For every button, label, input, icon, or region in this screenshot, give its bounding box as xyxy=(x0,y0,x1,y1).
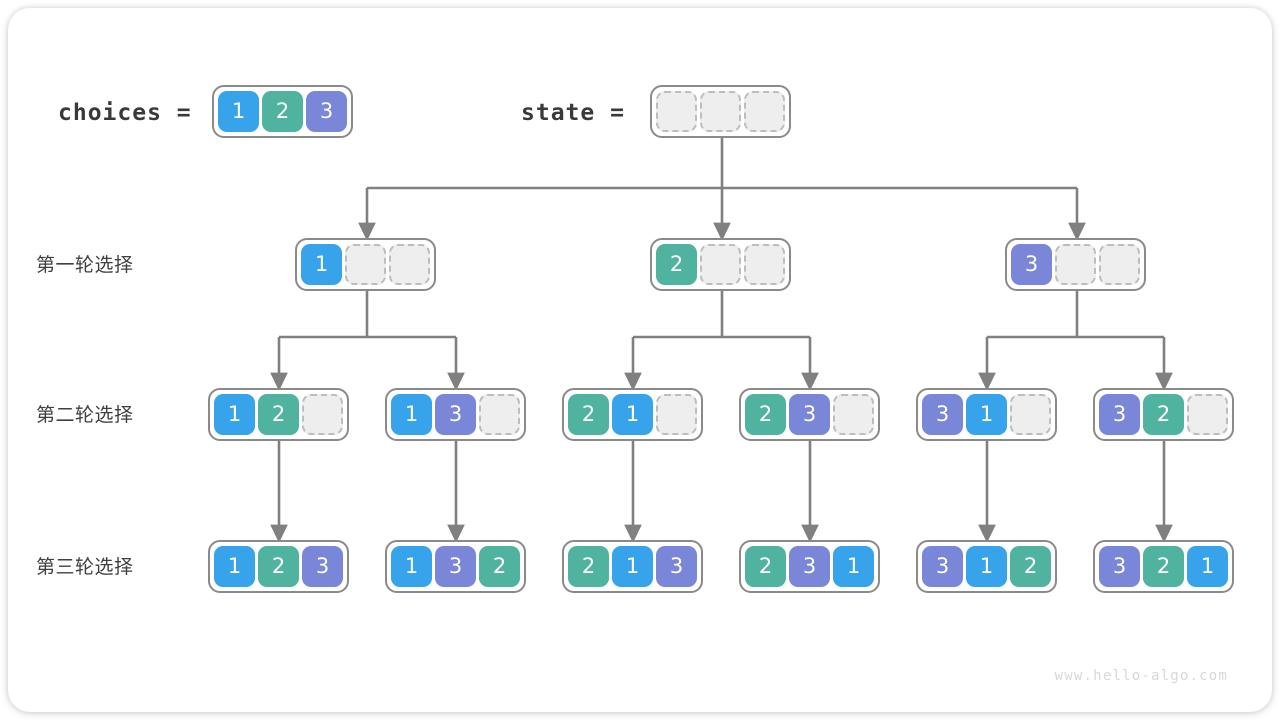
r3n6-cell-0: 3 xyxy=(1099,546,1140,587)
r3n2-cell-2: 2 xyxy=(479,546,520,587)
r2n5-cell-0: 3 xyxy=(922,394,963,435)
r1n3-cell-1 xyxy=(1055,244,1096,285)
r3n3-cell-1: 1 xyxy=(612,546,653,587)
r2n3-cell-1: 1 xyxy=(612,394,653,435)
r3n5-cell-2: 2 xyxy=(1010,546,1051,587)
r2n5-cell-2 xyxy=(1010,394,1051,435)
r2n6-cell-2 xyxy=(1187,394,1228,435)
state-cell-2 xyxy=(744,91,785,132)
r1n1-cell-0: 1 xyxy=(301,244,342,285)
r3n4-cell-0: 2 xyxy=(745,546,786,587)
r3n1-cell-0: 1 xyxy=(214,546,255,587)
r2n2-cell-0: 1 xyxy=(391,394,432,435)
r3n3-cell-0: 2 xyxy=(568,546,609,587)
r3n1-cell-2: 3 xyxy=(302,546,343,587)
row-label-2: 第二轮选择 xyxy=(36,404,134,426)
r2n1-cell-0: 1 xyxy=(214,394,255,435)
r1n2-cell-0: 2 xyxy=(656,244,697,285)
r3n4-cell-1: 3 xyxy=(789,546,830,587)
r1n3-cell-0: 3 xyxy=(1011,244,1052,285)
r1n2-cell-2 xyxy=(744,244,785,285)
r1n1-cell-1 xyxy=(345,244,386,285)
r2n2-cell-2 xyxy=(479,394,520,435)
r2n6-cell-1: 2 xyxy=(1143,394,1184,435)
r2n4-cell-2 xyxy=(833,394,874,435)
state-node-r1-n1: 1 xyxy=(295,238,436,291)
watermark: www.hello-algo.com xyxy=(1054,668,1228,684)
r2n3-cell-0: 2 xyxy=(568,394,609,435)
r3n2-cell-1: 3 xyxy=(435,546,476,587)
r2n4-cell-1: 3 xyxy=(789,394,830,435)
r3n5-cell-0: 3 xyxy=(922,546,963,587)
r2n4-cell-0: 2 xyxy=(745,394,786,435)
r2n1-cell-2 xyxy=(302,394,343,435)
r3n3-cell-2: 3 xyxy=(656,546,697,587)
page-card xyxy=(8,8,1272,712)
choices-cell-0: 1 xyxy=(218,91,259,132)
state-array xyxy=(650,85,791,138)
r1n3-cell-2 xyxy=(1099,244,1140,285)
choices-cell-1: 2 xyxy=(262,91,303,132)
r3n5-cell-1: 1 xyxy=(966,546,1007,587)
r2n3-cell-2 xyxy=(656,394,697,435)
r2n5-cell-1: 1 xyxy=(966,394,1007,435)
r2n2-cell-1: 3 xyxy=(435,394,476,435)
state-node-r1-n3: 3 xyxy=(1005,238,1146,291)
choices-cell-2: 3 xyxy=(306,91,347,132)
state-label: state = xyxy=(521,100,625,126)
r3n1-cell-1: 2 xyxy=(258,546,299,587)
row-label-3: 第三轮选择 xyxy=(36,556,134,578)
r1n2-cell-1 xyxy=(700,244,741,285)
r3n6-cell-2: 1 xyxy=(1187,546,1228,587)
r2n6-cell-0: 3 xyxy=(1099,394,1140,435)
state-node-r1-n2: 2 xyxy=(650,238,791,291)
r3n6-cell-1: 2 xyxy=(1143,546,1184,587)
state-cell-1 xyxy=(700,91,741,132)
state-cell-0 xyxy=(656,91,697,132)
choices-label: choices = xyxy=(58,100,192,126)
r1n1-cell-2 xyxy=(389,244,430,285)
r3n2-cell-0: 1 xyxy=(391,546,432,587)
row-label-1: 第一轮选择 xyxy=(36,254,134,276)
r3n4-cell-2: 1 xyxy=(833,546,874,587)
r2n1-cell-1: 2 xyxy=(258,394,299,435)
